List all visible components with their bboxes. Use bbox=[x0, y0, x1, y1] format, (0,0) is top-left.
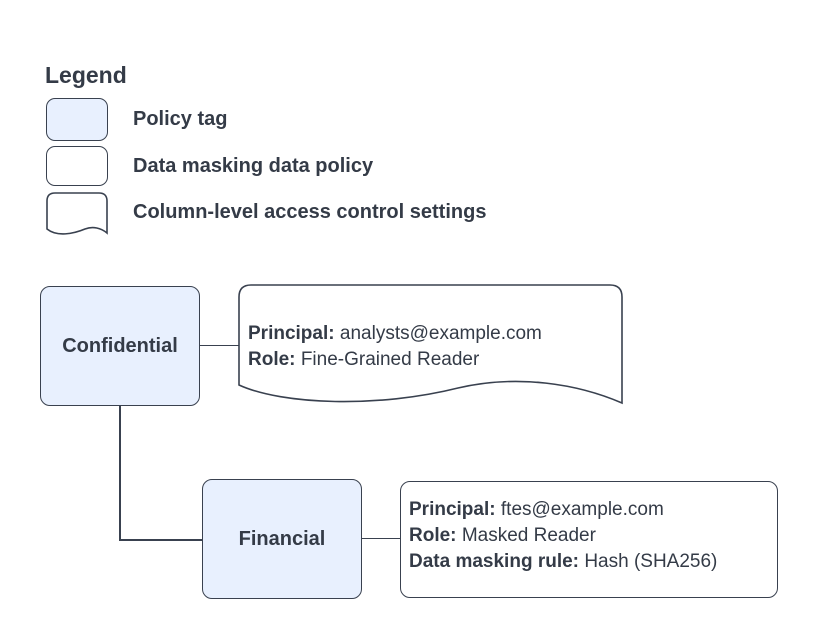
policy-tag-node-confidential: Confidential bbox=[40, 286, 200, 406]
policy-tag-node-financial-label: Financial bbox=[238, 527, 326, 550]
policy-line-role: Role:Masked Reader bbox=[409, 525, 596, 546]
analysts-policy-text: Principal:analysts@example.com Role:Fine… bbox=[248, 321, 542, 373]
edge-confidential-to-financial-vertical bbox=[119, 405, 121, 540]
policy-tag-node-financial: Financial bbox=[202, 479, 362, 599]
legend-label-policy-tag: Policy tag bbox=[133, 108, 228, 130]
legend-title: Legend bbox=[45, 62, 127, 88]
analysts-policy-document-shape bbox=[238, 284, 623, 405]
edge-confidential-to-analysts-policy bbox=[199, 344, 240, 347]
edge-confidential-to-financial-horizontal bbox=[119, 539, 204, 541]
column-access-swatch bbox=[46, 192, 108, 235]
legend-label-column-access: Column-level access control settings bbox=[133, 200, 487, 223]
policy-line-principal: Principal:analysts@example.com bbox=[248, 323, 542, 344]
policy-tag-swatch bbox=[46, 98, 108, 141]
policy-line-principal: Principal:ftes@example.com bbox=[409, 499, 664, 520]
policy-tag-node-confidential-label: Confidential bbox=[62, 334, 178, 357]
edge-financial-to-ftes-policy bbox=[361, 537, 401, 540]
ftes-policy-box bbox=[400, 481, 778, 598]
data-policy-swatch bbox=[46, 146, 108, 186]
policy-line-masking-rule: Data masking rule:Hash (SHA256) bbox=[409, 551, 718, 572]
ftes-policy-text: Principal:ftes@example.com Role:Masked R… bbox=[409, 497, 717, 575]
legend-label-data-policy: Data masking data policy bbox=[133, 154, 374, 177]
policy-line-role: Role:Fine-Grained Reader bbox=[248, 349, 480, 370]
